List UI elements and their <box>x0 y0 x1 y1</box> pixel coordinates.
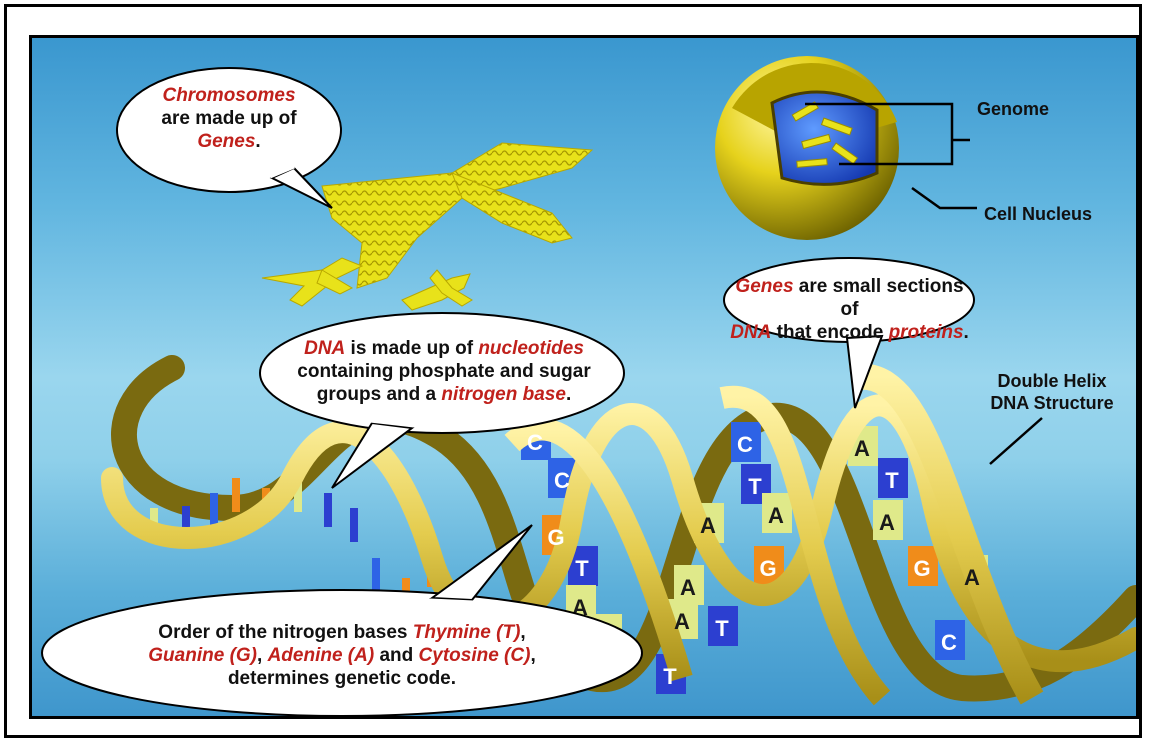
label-double-helix-line2: DNA Structure <box>990 393 1113 413</box>
base-letter: A <box>680 575 696 600</box>
base-pair-rung-small <box>232 478 240 512</box>
term-dna: DNA <box>730 322 771 343</box>
diagram-panel: CCGTAATCAAGAATTATAGAC <box>29 35 1139 719</box>
bubble-order: Order of the nitrogen bases Thymine (T),… <box>52 621 632 690</box>
term-dna-2: DNA <box>304 338 345 359</box>
cell-nucleus <box>715 56 899 240</box>
bubble-order-sep1: , <box>520 622 525 643</box>
base-letter: C <box>941 630 957 655</box>
base-letter: A <box>768 503 784 528</box>
bubble-order-sep2: , <box>257 645 268 666</box>
term-genes-2: Genes <box>735 276 793 297</box>
bubble-chromosomes-period: . <box>255 131 260 152</box>
term-guanine: Guanine (G) <box>148 645 257 666</box>
base-letter: A <box>700 513 716 538</box>
base-letter: G <box>547 525 564 550</box>
term-adenine: Adenine (A) <box>268 645 375 666</box>
bubble-dna-text3: groups and a <box>317 384 442 405</box>
chromosome-small-left <box>262 258 362 306</box>
bubble-order-text2: and <box>374 645 418 666</box>
bubble-genes-text2: that encode <box>771 322 888 343</box>
base-letter: A <box>854 436 870 461</box>
base-letter: C <box>554 468 570 493</box>
base-pair-rung-small <box>210 493 218 527</box>
term-proteins: proteins <box>889 322 964 343</box>
bubble-order-text3: determines genetic code. <box>228 668 456 689</box>
bubble-genes-period: . <box>964 322 969 343</box>
label-genome: Genome <box>977 98 1049 120</box>
bubble-dna: DNA is made up of nucleotides containing… <box>264 337 624 406</box>
base-letter: C <box>527 430 543 455</box>
bubble-order-sep3: , <box>530 645 535 666</box>
base-letter: T <box>885 468 899 493</box>
term-genes: Genes <box>197 131 255 152</box>
base-pair-rung-small <box>324 493 332 527</box>
term-nucleotides: nucleotides <box>478 338 584 359</box>
term-chromosomes: Chromosomes <box>162 85 295 106</box>
bubble-dna-period: . <box>566 384 571 405</box>
base-pair-rung-small <box>350 508 358 542</box>
base-letter: T <box>715 616 729 641</box>
base-letter: C <box>737 432 753 457</box>
term-cytosine: Cytosine (C) <box>419 645 531 666</box>
bubble-genes-text1: are small sections of <box>794 276 964 320</box>
base-letter: T <box>748 474 762 499</box>
outer-frame: CCGTAATCAAGAATTATAGAC <box>4 4 1142 738</box>
base-letter: T <box>575 556 589 581</box>
base-letter: A <box>964 565 980 590</box>
bubble-dna-text1: is made up of <box>345 338 478 359</box>
bubble-order-text1: Order of the nitrogen bases <box>158 622 412 643</box>
term-nitrogen-base: nitrogen base <box>441 384 566 405</box>
chromosome-small-right <box>402 270 472 310</box>
label-cell-nucleus: Cell Nucleus <box>984 203 1092 225</box>
base-letter: A <box>879 510 895 535</box>
base-letter: T <box>663 664 677 689</box>
base-pair-rung-small <box>372 558 380 592</box>
base-letter: A <box>674 609 690 634</box>
bubble-chromosomes: Chromosomes are made up of Genes. <box>122 84 336 153</box>
base-letter: G <box>759 556 776 581</box>
label-double-helix-line1: Double Helix <box>997 371 1106 391</box>
base-letter: G <box>913 556 930 581</box>
bubble-genes: Genes are small sections of DNA that enc… <box>727 275 972 344</box>
label-double-helix: Double Helix DNA Structure <box>987 370 1117 414</box>
bubble-dna-text2: containing phosphate and sugar <box>297 361 590 382</box>
bubble-chromosomes-text: are made up of <box>161 108 296 129</box>
term-thymine: Thymine (T) <box>413 622 521 643</box>
